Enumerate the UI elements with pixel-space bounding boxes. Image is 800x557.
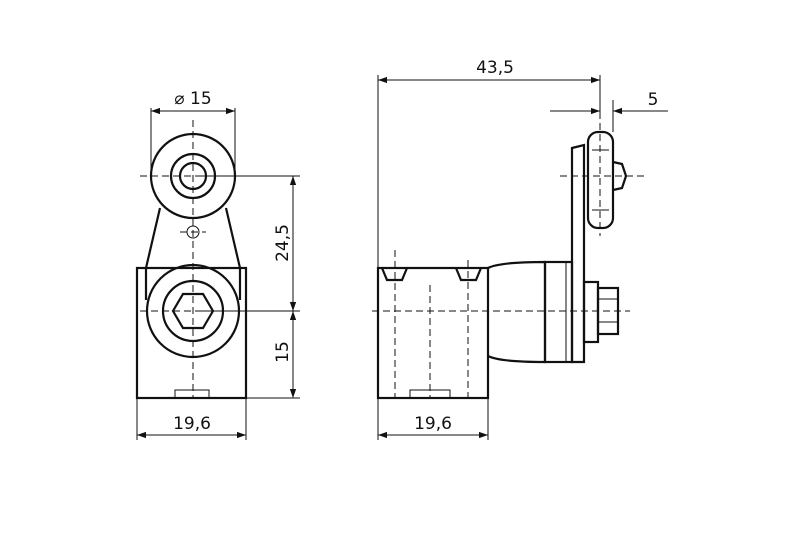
side-washer [582, 280, 600, 344]
front-lever-arm [144, 207, 242, 300]
dim-roller-diameter: ⌀ 15 [174, 89, 211, 109]
side-top-hole-left [380, 267, 409, 282]
dim-total-length: 43,5 [476, 58, 514, 78]
front-bottom-slot [174, 389, 210, 399]
dim-axis-distance: 24,5 [273, 224, 293, 262]
front-view [135, 120, 248, 400]
dim-front-width: 19,6 [173, 414, 211, 434]
side-top-hole-right [454, 267, 483, 282]
dim-lever-offset: 5 [648, 90, 659, 110]
side-neck [487, 260, 547, 364]
dim-side-width: 19,6 [414, 414, 452, 434]
side-view [372, 112, 648, 400]
dim-lower-height: 15 [273, 341, 293, 363]
front-dimensions: ⌀ 15 24,5 15 19,6 [136, 89, 300, 440]
side-dimensions: 43,5 5 19,6 [377, 58, 668, 440]
side-bushing [543, 260, 574, 364]
side-lever-plate [570, 143, 586, 364]
